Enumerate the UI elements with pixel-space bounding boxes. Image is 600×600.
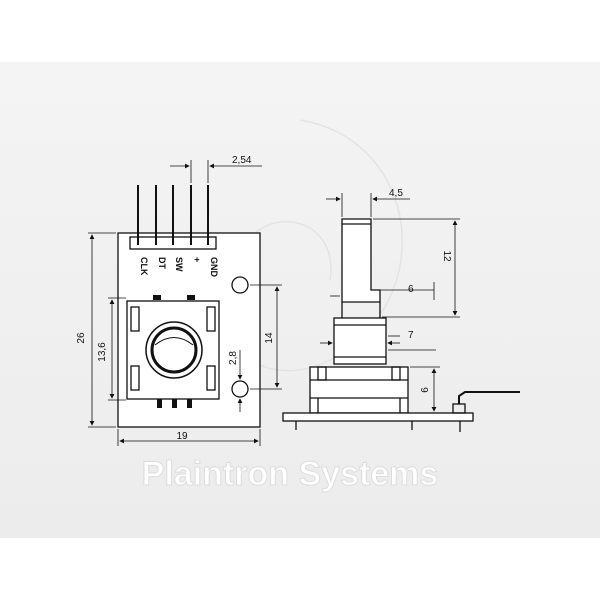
header-pins [137, 185, 209, 245]
encoder-legs [153, 295, 195, 408]
dim-board-height: 26 [76, 332, 87, 344]
dim-shaft-width: 4,5 [389, 188, 403, 199]
dim-hole-spacing: 14 [264, 332, 275, 344]
watermark-text: Plaintron Systems [142, 455, 439, 493]
dim-hole-offset: 2,8 [228, 351, 239, 365]
side-dimension-labels: 4,5 12 6 7 6 [389, 188, 452, 393]
encoder-housing [309, 366, 409, 414]
pin-label-dt: DT [157, 257, 167, 269]
dim-bushing-length: 7 [408, 330, 414, 341]
pin-label-plus: + [192, 257, 202, 262]
front-dimensions [88, 160, 282, 446]
pin-label-sw: SW [174, 257, 184, 272]
shaft [341, 218, 381, 303]
dim-pin-pitch: 2,54 [232, 155, 252, 166]
dim-flat-length: 6 [408, 284, 414, 295]
dim-board-width: 19 [176, 431, 188, 442]
encoder-body [126, 300, 220, 400]
pin-label-gnd: GND [209, 257, 219, 278]
mount-hole-bottom [231, 380, 249, 398]
side-dimensions [320, 193, 460, 414]
drawing-background [0, 62, 600, 538]
dim-encoder-height: 13,6 [97, 342, 108, 362]
side-view [282, 218, 520, 432]
pin-label-clk: CLK [139, 257, 149, 276]
side-header-pin [458, 391, 520, 404]
front-dimension-labels: 2,54 26 13,6 19 14 2,8 [76, 155, 275, 442]
dim-shaft-length: 12 [441, 250, 452, 262]
pin-labels: CLK DT SW + GND [139, 257, 219, 278]
front-view [117, 185, 261, 428]
bushing [333, 317, 387, 365]
mount-hole-top [231, 276, 249, 294]
dim-body-height: 6 [420, 387, 431, 393]
encoder-knob [145, 321, 203, 379]
side-pcb [282, 412, 474, 422]
